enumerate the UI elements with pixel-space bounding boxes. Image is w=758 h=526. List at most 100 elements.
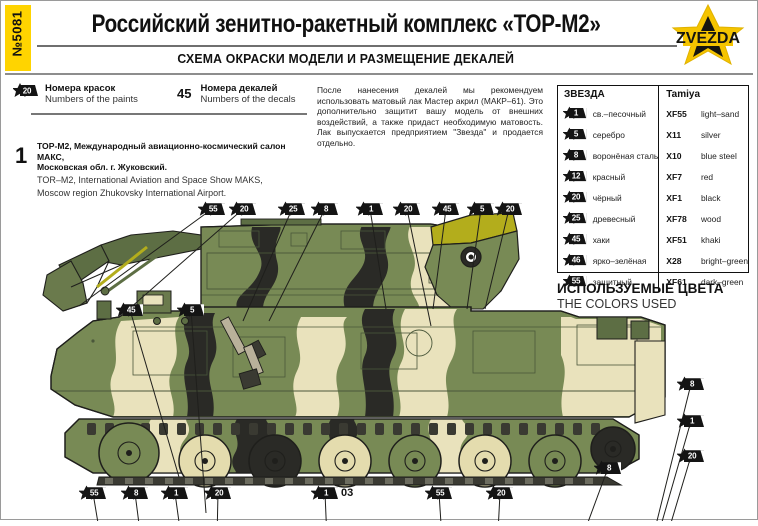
callout-top-20[interactable]: 20 <box>229 201 257 222</box>
callout-star-icon: 20 <box>393 201 421 217</box>
callout-top-20[interactable]: 20 <box>495 201 523 222</box>
callout-number: 20 <box>687 451 697 461</box>
callout-top-55[interactable]: 55 <box>198 201 226 222</box>
rear-plate <box>634 340 666 424</box>
callout-bottom-20[interactable]: 20 <box>486 485 514 506</box>
callout-star-icon: 8 <box>594 460 622 476</box>
legend-decals: 45 Номера декалей Numbers of the decals <box>177 83 296 105</box>
tamiya-name-en: light–sand <box>700 108 740 119</box>
tamiya-name-en: khaki <box>700 234 721 245</box>
zvezda-logo: ZVEZDA <box>661 3 755 66</box>
callout-number: 5 <box>479 204 485 214</box>
color-name-ru: серебро <box>592 129 625 140</box>
callout-star-icon: 5 <box>177 302 205 318</box>
callout-bottom-55[interactable]: 55 <box>79 485 107 506</box>
callout-right-8[interactable]: 8 <box>677 376 705 397</box>
header-bottom-rule <box>5 73 753 75</box>
callout-left-45[interactable]: 45 <box>116 302 144 323</box>
leader-line <box>406 208 432 327</box>
callout-star-icon: 25 <box>563 210 587 226</box>
color-star-cell: 1 <box>558 103 589 124</box>
callout-number: 20 <box>239 204 249 214</box>
callout-bottom-1[interactable]: 1 <box>311 485 339 506</box>
callout-number: 1 <box>173 488 179 498</box>
callout-star-icon: 1 <box>311 485 339 501</box>
tor-m2-side-view <box>42 208 692 526</box>
tamiya-code: XF7 <box>658 166 695 187</box>
legend-row: 20 Номера красок Numbers of the paints 4… <box>9 83 309 117</box>
leader-line <box>134 492 140 526</box>
running-gear <box>64 418 640 488</box>
callout-bottom-55[interactable]: 55 <box>425 485 453 506</box>
leader-line <box>242 208 293 322</box>
callout-top-25[interactable]: 25 <box>278 201 306 222</box>
callout-number: 45 <box>126 305 136 315</box>
callout-number: 8 <box>689 379 695 389</box>
callout-top-20[interactable]: 20 <box>393 201 421 222</box>
callout-top-1[interactable]: 1 <box>356 201 384 222</box>
tamiya-code: XF78 <box>658 208 695 229</box>
colors-used-caption: ИСПОЛЬЗУЕМЫЕ ЦВЕТА THE COLORS USED <box>557 281 757 312</box>
zvezda-wordmark: ZVEZDA <box>676 30 740 47</box>
color-name-ru: воронёная сталь <box>592 150 659 161</box>
leader-line <box>586 467 609 526</box>
legend-decals-text: Номера декалей Numbers of the decals <box>200 83 295 105</box>
callout-star-icon: 45 <box>432 201 460 217</box>
callout-star-icon: 5 <box>563 126 587 142</box>
callout-top-45[interactable]: 45 <box>432 201 460 222</box>
varnish-note: После нанесения декалей мы рекомендуем и… <box>317 85 543 148</box>
front-boom-assembly <box>42 230 202 312</box>
callout-star-icon: 55 <box>79 485 107 501</box>
callout-star-icon: 20 <box>204 485 232 501</box>
callout-bottom-1[interactable]: 1 <box>161 485 189 506</box>
title-divider <box>37 45 677 47</box>
page-title-text: Российский зенитно-ракетный комплекс «ТО… <box>91 9 601 38</box>
color-star-cell: 8 <box>558 145 589 166</box>
callout-bottom-8[interactable]: 8 <box>594 460 622 481</box>
leader-line <box>216 492 219 526</box>
leader-line <box>128 208 244 310</box>
tamiya-name-en: bright–green <box>700 255 748 266</box>
callout-number: 8 <box>606 463 612 473</box>
callout-top-5[interactable]: 5 <box>467 201 495 222</box>
tamiya-code: X28 <box>658 250 695 271</box>
callout-number: 20 <box>496 488 506 498</box>
callout-star-icon: 55 <box>563 273 587 289</box>
decal-en-line1: TOR–M2, International Aviation and Space… <box>37 174 263 185</box>
legend-paints: 20 Номера красок Numbers of the paints <box>13 83 138 105</box>
leader-line <box>92 492 100 526</box>
callout-left-5[interactable]: 5 <box>177 302 205 323</box>
page-title: Российский зенитно-ракетный комплекс «ТО… <box>37 7 655 41</box>
kit-number-label: №5081 <box>9 10 25 57</box>
callout-bottom-20[interactable]: 20 <box>204 485 232 506</box>
callout-star-icon: 20 <box>229 201 257 217</box>
callout-top-8[interactable]: 8 <box>311 201 339 222</box>
callout-right-20[interactable]: 20 <box>677 448 705 469</box>
callout-bottom-8[interactable]: 8 <box>121 485 149 506</box>
callout-number: 55 <box>571 276 581 285</box>
decal-en-line2: Moscow region Zhukovsky International Ai… <box>37 188 227 198</box>
color-star-cell: 45 <box>558 229 589 250</box>
leader-line <box>484 208 510 310</box>
tamiya-name-en: red <box>700 171 714 182</box>
callout-number: 1 <box>573 108 579 117</box>
legend-divider <box>31 113 307 115</box>
callout-star-icon: 20 <box>495 201 523 217</box>
callout-star-icon: 25 <box>278 201 306 217</box>
callout-number: 25 <box>571 213 581 222</box>
decal-ru-line2: Московская обл. г. Жуковский. <box>37 162 168 172</box>
tamiya-name-en: black <box>700 192 721 203</box>
callout-right-1[interactable]: 1 <box>677 413 705 434</box>
tamiya-code: XF61 <box>658 271 695 292</box>
color-name-ru: чёрный <box>592 192 622 203</box>
color-name-ru: древесный <box>592 213 636 224</box>
decal-description-1: 1 ТОР-М2, Международный авиационно-косми… <box>15 141 315 200</box>
paint-star-number: 20 <box>22 86 32 95</box>
legend-decals-ru: Номера декалей <box>200 83 278 94</box>
